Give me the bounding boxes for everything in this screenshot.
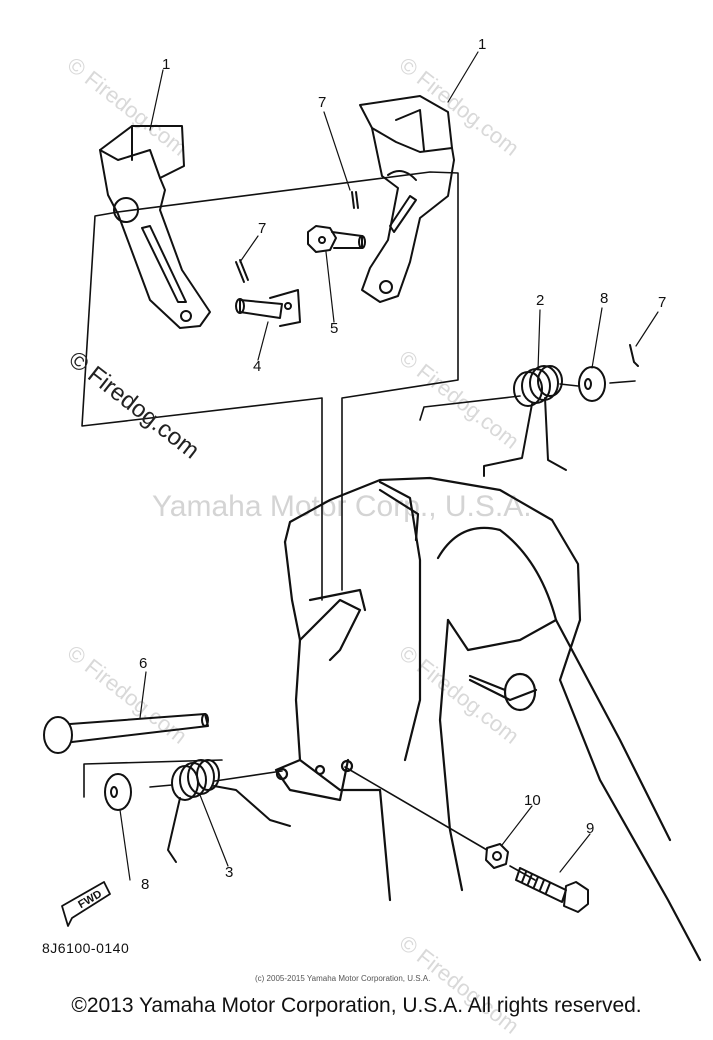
fwd-arrow-icon xyxy=(61,881,111,927)
callout-7-mid: 7 xyxy=(258,220,267,237)
washer-8-bottom xyxy=(104,773,132,811)
fine-print: (c) 2005-2015 Yamaha Motor Corporation, … xyxy=(255,974,431,983)
callout-9: 9 xyxy=(586,820,595,837)
diagram-code: 8J6100-0140 xyxy=(42,940,130,956)
callout-2: 2 xyxy=(536,292,545,309)
washer-8 xyxy=(578,366,606,402)
callout-8-bottom: 8 xyxy=(141,876,150,893)
callout-10: 10 xyxy=(524,792,541,809)
callout-8-top: 8 xyxy=(600,290,609,307)
footrest-bracket-right xyxy=(359,95,455,303)
leader-lines xyxy=(119,51,659,881)
callout-1-left: 1 xyxy=(162,56,171,73)
frame-body xyxy=(274,476,702,962)
callout-7-top: 7 xyxy=(318,94,327,111)
nut-10 xyxy=(485,843,509,869)
callout-7-right: 7 xyxy=(658,294,667,311)
clevis-pin-4 xyxy=(235,289,301,327)
callout-3: 3 xyxy=(225,864,234,881)
fwd-label: FWD xyxy=(76,888,104,911)
pivot-shaft-6 xyxy=(43,713,209,754)
callout-4: 4 xyxy=(253,358,262,375)
return-spring-2 xyxy=(483,365,567,477)
copyright-footer: ©2013 Yamaha Motor Corporation, U.S.A. A… xyxy=(71,994,642,1017)
assembly-lines xyxy=(81,171,636,881)
footrest-bracket-left xyxy=(99,125,211,329)
callout-1-right: 1 xyxy=(478,36,487,53)
cotter-pin xyxy=(235,191,639,367)
callout-5: 5 xyxy=(330,320,339,337)
clevis-pin-5 xyxy=(307,225,366,253)
callout-6: 6 xyxy=(139,655,148,672)
return-spring-3 xyxy=(167,759,291,863)
bolt-9 xyxy=(515,867,589,913)
